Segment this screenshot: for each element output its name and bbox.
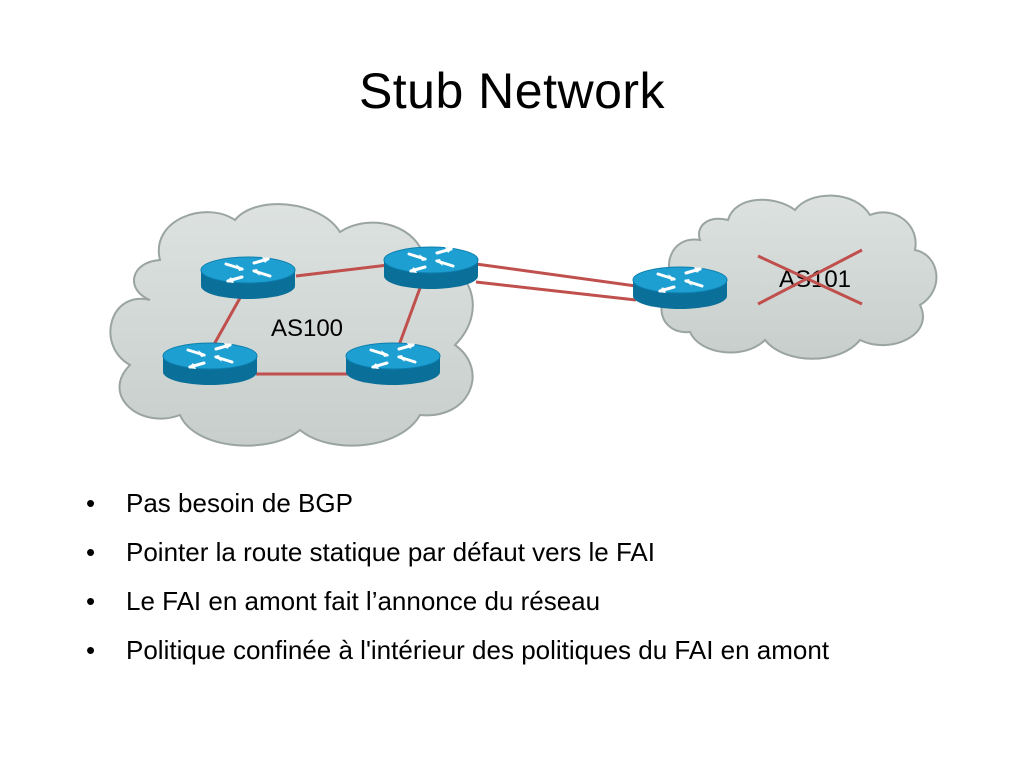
cross-out-icon	[757, 248, 863, 306]
router-icon	[199, 255, 297, 301]
bullet-text: Pointer la route statique par défaut ver…	[126, 537, 655, 567]
link-r1-r2	[295, 263, 389, 278]
router-icon	[344, 341, 442, 387]
router-icon	[382, 245, 480, 291]
link-r2-r5-lower	[475, 280, 637, 302]
bullet-item: • Le FAI en amont fait l’annonce du rése…	[86, 586, 946, 617]
bullet-item: • Politique confinée à l'intérieur des p…	[86, 635, 946, 666]
bullet-text: Le FAI en amont fait l’annonce du réseau	[126, 586, 601, 616]
router-icon	[161, 341, 259, 387]
bullet-text: Politique confinée à l'intérieur des pol…	[126, 635, 830, 665]
bullet-dot: •	[86, 488, 96, 518]
slide-title: Stub Network	[358, 63, 666, 119]
bullet-dot: •	[86, 635, 96, 665]
bullet-item: • Pas besoin de BGP	[86, 488, 946, 519]
link-r2-r5-upper	[475, 262, 637, 288]
link-r1-r3	[210, 297, 242, 349]
bullet-list: • Pas besoin de BGP • Pointer la route s…	[86, 488, 946, 684]
router-icon	[631, 265, 729, 311]
bullet-dot: •	[86, 586, 96, 616]
bullet-text: Pas besoin de BGP	[126, 488, 353, 518]
as100-label: AS100	[271, 315, 343, 342]
cloud-as101	[660, 194, 938, 360]
bullet-dot: •	[86, 537, 96, 567]
bullet-item: • Pointer la route statique par défaut v…	[86, 537, 946, 568]
link-r2-r4	[396, 287, 422, 349]
